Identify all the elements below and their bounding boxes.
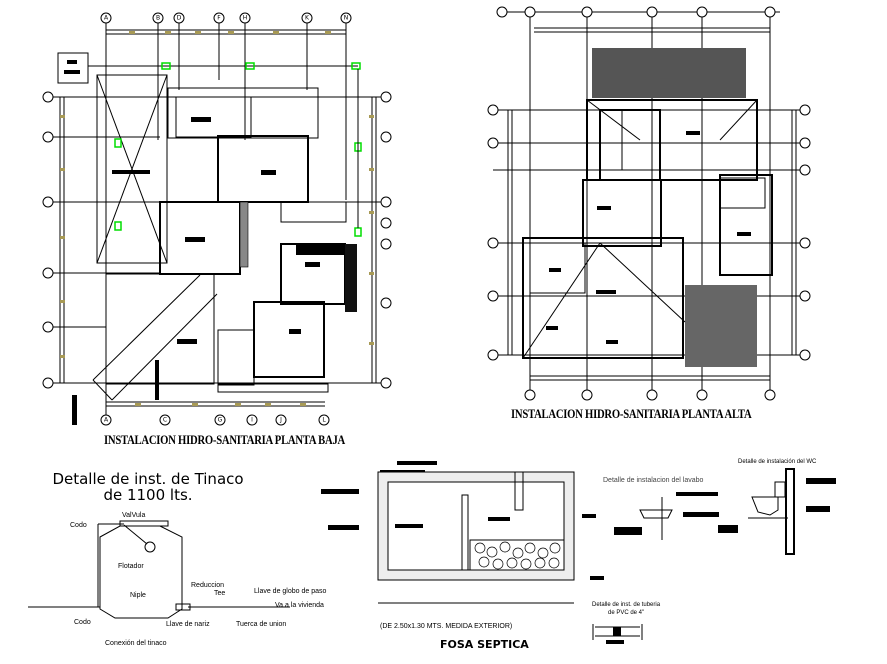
svg-text:K: K — [305, 15, 310, 22]
svg-text:Conexión del tinaco: Conexión del tinaco — [105, 640, 167, 647]
svg-text:J: J — [279, 417, 282, 424]
svg-text:Tee: Tee — [214, 590, 225, 597]
svg-text:Detalle de instalación del WC: Detalle de instalación del WC — [738, 459, 817, 465]
svg-text:A: A — [104, 15, 109, 22]
svg-text:C: C — [163, 417, 167, 424]
grid-bubbles-bottom: A C G I J L — [100, 414, 330, 426]
roof-hatch — [685, 285, 757, 367]
tinaco-detail: Detalle de inst. de Tinaco de 1100 lts. … — [28, 470, 359, 647]
svg-text:de PVC de 4": de PVC de 4" — [608, 610, 644, 616]
svg-text:ValVula: ValVula — [122, 512, 145, 519]
svg-text:I: I — [251, 417, 253, 424]
ground-floor-plan: A B D F H K N A C G I J L INSTALACION HI… — [42, 12, 392, 447]
tank-box — [57, 52, 89, 84]
fosa-title: FOSA SEPTICA — [440, 638, 529, 651]
svg-text:Detalle de inst. de tuberia: Detalle de inst. de tuberia — [592, 602, 661, 608]
svg-text:Flotador: Flotador — [118, 563, 144, 570]
wc-detail: Detalle de instalación del WC — [738, 459, 836, 555]
lavabo-detail: Detalle de instalacion del lavabo — [603, 477, 738, 540]
svg-text:Llave de nariz: Llave de nariz — [166, 621, 210, 628]
grid-bubbles-top: A B D F H K N — [100, 12, 352, 24]
tank-shape — [99, 525, 183, 619]
svg-text:Detalle de instalacion del lav: Detalle de instalacion del lavabo — [603, 477, 704, 484]
tinaco-title-2: de 1100 lts. — [103, 486, 192, 504]
tinaco-title-1: Detalle de inst. de Tinaco — [52, 470, 243, 488]
roof-outline — [96, 74, 168, 264]
svg-text:D: D — [177, 15, 182, 22]
pvc-detail: Detalle de inst. de tuberia de PVC de 4" — [592, 602, 661, 644]
svg-text:Reduccion: Reduccion — [191, 582, 224, 589]
svg-text:B: B — [156, 15, 160, 22]
svg-text:F: F — [217, 15, 221, 22]
svg-text:Tuerca de union: Tuerca de union — [236, 621, 286, 628]
svg-text:G: G — [218, 417, 223, 424]
svg-text:Codo: Codo — [74, 619, 91, 626]
upper-floor-plan: INSTALACION HIDRO-SANITARIA PLANTA ALTA — [487, 6, 811, 421]
roof-hatch — [592, 48, 746, 98]
svg-text:Niple: Niple — [130, 592, 146, 599]
svg-text:H: H — [243, 15, 248, 22]
svg-text:L: L — [322, 417, 326, 424]
upper-floor-title: INSTALACION HIDRO-SANITARIA PLANTA ALTA — [511, 406, 752, 421]
svg-text:Va a la vivienda: Va a la vivienda — [275, 602, 324, 609]
svg-text:Llave de globo de paso: Llave de globo de paso — [254, 588, 326, 595]
fosa-note: (DE 2.50x1.30 MTS. MEDIDA EXTERIOR) — [380, 623, 512, 630]
svg-text:A: A — [104, 417, 109, 424]
svg-text:Codo: Codo — [70, 522, 87, 529]
svg-text:N: N — [344, 15, 349, 22]
fosa-septica-detail: (DE 2.50x1.30 MTS. MEDIDA EXTERIOR) FOSA… — [377, 461, 604, 651]
ground-floor-title: INSTALACION HIDRO-SANITARIA PLANTA BAJA — [104, 432, 346, 447]
